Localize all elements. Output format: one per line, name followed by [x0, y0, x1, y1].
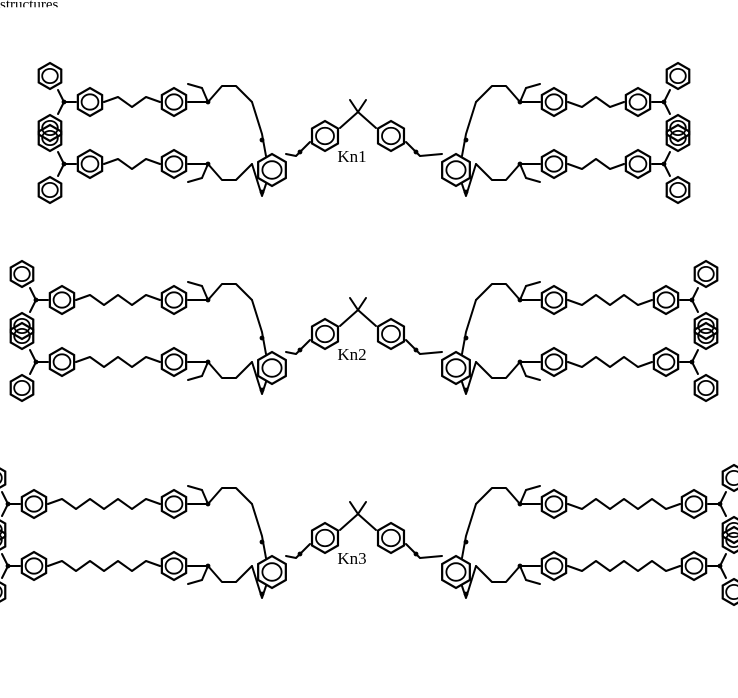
bisphenol-core — [310, 501, 406, 555]
benzene-ring — [665, 113, 691, 143]
molecule-kn1: Kn1 — [37, 61, 691, 205]
benzene-ring — [665, 175, 691, 205]
benzene-ring — [310, 119, 340, 153]
benzene-ring — [20, 488, 48, 520]
compound-label: Kn1 — [337, 147, 366, 166]
benzene-ring — [540, 550, 568, 582]
benzene-ring — [540, 86, 568, 118]
benzene-ring — [693, 311, 719, 341]
dendron-benzene-ring — [441, 554, 471, 590]
benzene-ring — [721, 463, 738, 493]
right-dendron — [405, 101, 477, 197]
dendron-benzene-ring — [257, 152, 287, 188]
branch-arm — [475, 321, 719, 403]
benzene-ring — [37, 61, 63, 91]
branch-arm — [475, 61, 691, 143]
branch-arm — [0, 467, 253, 541]
dendron-benzene-ring — [441, 152, 471, 188]
benzene-ring — [376, 317, 406, 351]
left-dendron — [251, 299, 311, 395]
compound-label: Kn2 — [337, 345, 366, 364]
branch-arm — [475, 525, 738, 607]
benzene-ring — [76, 86, 104, 118]
benzene-ring — [76, 148, 104, 180]
benzene-ring — [9, 321, 35, 351]
right-dendron — [405, 299, 477, 395]
benzene-ring — [0, 467, 7, 489]
benzene-ring — [693, 373, 719, 403]
benzene-ring — [540, 148, 568, 180]
left-dendron — [251, 101, 311, 197]
benzene-ring — [624, 148, 652, 180]
benzene-ring — [160, 148, 188, 180]
branch-arm — [0, 529, 253, 603]
benzene-ring — [37, 123, 63, 153]
benzene-ring — [160, 284, 188, 316]
benzene-ring — [721, 577, 738, 607]
branch-arm — [475, 463, 738, 545]
benzene-ring — [0, 529, 7, 551]
benzene-ring — [540, 346, 568, 378]
benzene-ring — [665, 123, 691, 153]
benzene-ring — [665, 61, 691, 91]
bisphenol-core — [310, 99, 406, 153]
dendron-benzene-ring — [257, 350, 287, 386]
benzene-ring — [540, 488, 568, 520]
benzene-ring — [693, 321, 719, 351]
benzene-ring — [20, 550, 48, 582]
benzene-ring — [9, 311, 35, 341]
benzene-ring — [680, 488, 708, 520]
molecule-kn2: Kn2 — [9, 259, 719, 403]
benzene-ring — [310, 521, 340, 555]
dendron-benzene-ring — [441, 350, 471, 386]
branch-arm — [37, 61, 253, 143]
compound-label: Kn3 — [337, 549, 366, 568]
dendron-benzene-ring — [257, 554, 287, 590]
benzene-ring — [540, 284, 568, 316]
branch-arm — [475, 123, 691, 205]
benzene-ring — [160, 488, 188, 520]
benzene-ring — [37, 113, 63, 143]
benzene-ring — [624, 86, 652, 118]
benzene-ring — [9, 373, 35, 403]
benzene-ring — [0, 581, 7, 603]
benzene-ring — [721, 515, 738, 545]
branch-arm — [475, 259, 719, 341]
branch-arm — [9, 321, 253, 403]
molecule-kn3: Kn3 — [0, 463, 738, 607]
benzene-ring — [160, 550, 188, 582]
cut-off-heading: structures — [0, 0, 59, 13]
right-dendron — [405, 503, 477, 599]
benzene-ring — [37, 175, 63, 205]
benzene-ring — [693, 259, 719, 289]
benzene-ring — [9, 259, 35, 289]
benzene-ring — [376, 119, 406, 153]
benzene-ring — [160, 86, 188, 118]
benzene-ring — [0, 519, 7, 541]
benzene-ring — [680, 550, 708, 582]
branch-arm — [37, 123, 253, 205]
benzene-ring — [48, 346, 76, 378]
benzene-ring — [310, 317, 340, 351]
benzene-ring — [652, 346, 680, 378]
bisphenol-core — [310, 297, 406, 351]
benzene-ring — [652, 284, 680, 316]
benzene-ring — [48, 284, 76, 316]
left-dendron — [251, 503, 311, 599]
benzene-ring — [376, 521, 406, 555]
benzene-ring — [721, 525, 738, 555]
benzene-ring — [160, 346, 188, 378]
branch-arm — [9, 259, 253, 341]
